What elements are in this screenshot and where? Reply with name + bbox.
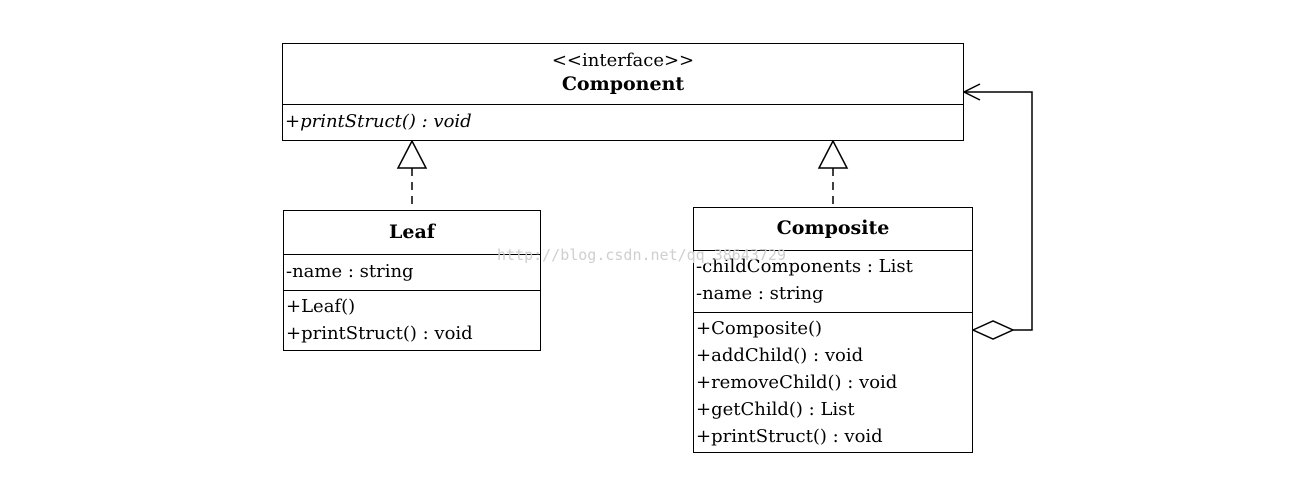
composite-operation: +Composite() [696,318,823,339]
leaf-attributes: -name : string [284,254,540,290]
aggregation-line [964,91,1033,331]
composite-name: Composite [776,217,890,239]
leaf-class-box[interactable]: Leaf -name : string +Leaf() +printStruct… [283,210,541,351]
composite-attributes: -childComponents : List -name : string [694,250,972,312]
composite-operation: +getChild() : List [696,399,855,420]
component-stereotype: <<interface>> [551,50,695,71]
component-class-box[interactable]: <<interface>> Component +printStruct() :… [282,43,964,141]
leaf-attribute: -name : string [286,261,414,282]
component-operation: +printStruct() : void [285,111,472,132]
leaf-operation: +printStruct() : void [286,323,473,344]
leaf-header: Leaf [284,211,540,254]
composite-attribute: -name : string [696,283,824,304]
composite-header: Composite [694,208,972,250]
composite-operation: +addChild() : void [696,345,864,366]
composite-operation: +printStruct() : void [696,426,883,447]
component-header: <<interface>> Component [283,44,963,104]
leaf-realization-arrowhead [396,139,428,169]
component-operations: +printStruct() : void [283,104,963,140]
leaf-operation: +Leaf() [286,296,356,317]
aggregation-arrowhead [962,83,981,101]
composite-attribute: -childComponents : List [696,256,913,277]
composite-operation: +removeChild() : void [696,372,898,393]
aggregation-diamond [971,320,1015,340]
leaf-operations: +Leaf() +printStruct() : void [284,290,540,350]
composite-operations: +Composite() +addChild() : void +removeC… [694,312,972,452]
component-name: Component [561,73,685,95]
composite-class-box[interactable]: Composite -childComponents : List -name … [693,207,973,453]
composite-realization-arrowhead [817,139,849,169]
leaf-name: Leaf [389,221,435,243]
